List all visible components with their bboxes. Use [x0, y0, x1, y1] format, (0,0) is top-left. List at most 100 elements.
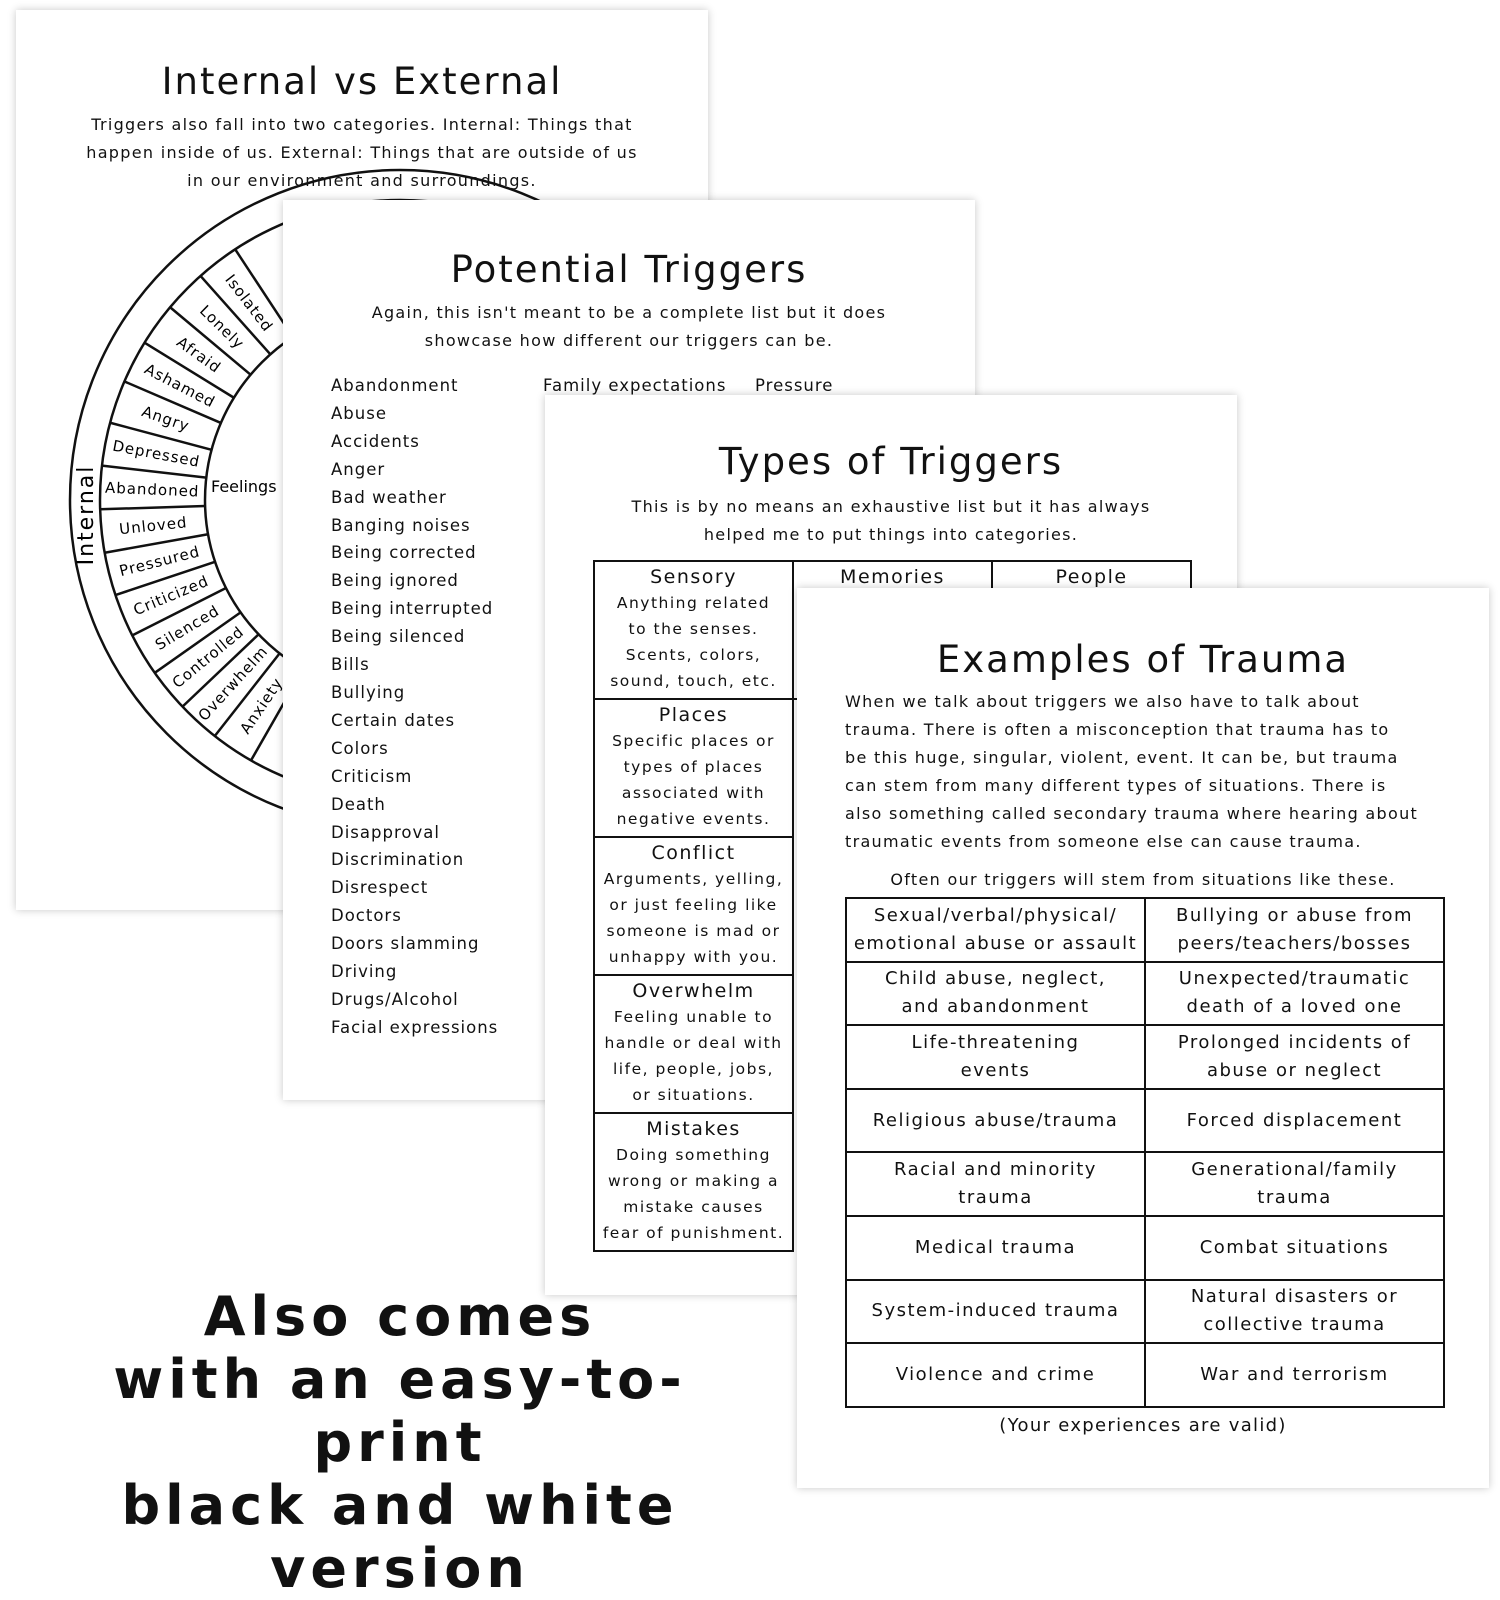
- trigger-item: Doors slamming: [331, 934, 480, 954]
- trigger-item: Abandonment: [331, 376, 459, 395]
- category-description: Anything related to the senses. Scents, …: [610, 594, 777, 690]
- wheel-divider: [169, 306, 252, 376]
- trauma-example-cell: Combat situations: [1144, 1214, 1445, 1281]
- trigger-item: Disrespect: [331, 878, 429, 898]
- wheel-divider: [109, 421, 212, 451]
- promo-text: Also comes with an easy-to-print black a…: [113, 1285, 687, 1600]
- trauma-example-cell: Sexual/verbal/physical/ emotional abuse …: [845, 897, 1146, 963]
- trauma-example-cell: System-induced trauma: [845, 1278, 1146, 1345]
- category-name: Conflict: [651, 842, 736, 864]
- trauma-example-cell: Life-threatening events: [845, 1024, 1146, 1090]
- wheel-divider: [101, 464, 207, 479]
- trauma-example-cell: Bullying or abuse from peers/teachers/bo…: [1144, 897, 1445, 963]
- trigger-item: Being ignored: [331, 571, 459, 591]
- page-description: This is by no means an exhaustive list b…: [631, 497, 1151, 544]
- wheel-divider: [115, 560, 216, 597]
- trigger-item: Death: [331, 794, 386, 814]
- trigger-item: Facial expressions: [331, 1017, 499, 1037]
- trigger-item: Being silenced: [331, 627, 466, 647]
- page-description: Again, this isn't meant to be a complete…: [371, 303, 887, 350]
- table-intro: Often our triggers will stem from situat…: [890, 870, 1396, 889]
- trauma-example-cell: Racial and minority trauma: [845, 1151, 1146, 1217]
- category-name: Places: [658, 704, 729, 726]
- trigger-item: Bullying: [331, 682, 406, 702]
- wheel-divider: [143, 341, 235, 399]
- trigger-item: Pressure: [755, 376, 834, 395]
- feeling-label: Abandoned: [105, 479, 200, 501]
- trigger-item: Drugs/Alcohol: [331, 989, 459, 1009]
- trauma-example-cell: Violence and crime: [845, 1342, 1146, 1408]
- feeling-label: Unloved: [118, 513, 188, 538]
- internal-ring-label: Internal: [74, 465, 99, 566]
- table-row: Sexual/verbal/physical/ emotional abuse …: [845, 897, 1445, 963]
- trauma-example-cell: Prolonged incidents of abuse or neglect: [1144, 1024, 1445, 1090]
- trigger-item: Driving: [331, 962, 398, 982]
- trigger-item: Accidents: [331, 431, 420, 451]
- category-name: Mistakes: [646, 1118, 741, 1140]
- trigger-item: Banging noises: [331, 515, 471, 535]
- trauma-example-cell: Generational/family trauma: [1144, 1151, 1445, 1217]
- trauma-example-cell: Unexpected/traumatic death of a loved on…: [1144, 960, 1445, 1027]
- feeling-label: Afraid: [173, 333, 224, 377]
- wheel-divider: [213, 652, 281, 737]
- feelings-center-label: Feelings: [211, 477, 277, 496]
- category-description: Arguments, yelling, or just feeling like…: [603, 870, 784, 966]
- wheel-divider: [154, 611, 242, 674]
- page-description: When we talk about triggers we also have…: [845, 692, 1419, 851]
- trauma-example-cell: War and terrorism: [1144, 1342, 1445, 1408]
- wheel-divider: [100, 504, 206, 511]
- wheel-divider: [199, 275, 272, 356]
- trigger-item: Disapproval: [331, 822, 440, 842]
- trigger-item: Bad weather: [331, 487, 447, 507]
- trigger-item: Colors: [331, 738, 389, 758]
- trauma-example-cell: Forced displacement: [1144, 1087, 1445, 1154]
- table-caption: (Your experiences are valid): [999, 1415, 1287, 1436]
- category-description: Doing something wrong or making a mistak…: [602, 1146, 785, 1242]
- category-name: Overwhelm: [632, 980, 755, 1002]
- wheel-divider: [181, 633, 260, 708]
- wheel-divider: [123, 380, 222, 425]
- page-title: Potential Triggers: [450, 248, 808, 291]
- wheel-divider: [131, 586, 227, 637]
- trigger-item: Discrimination: [331, 850, 465, 870]
- wheel-divider: [104, 533, 209, 554]
- trauma-example-cell: Religious abuse/trauma: [845, 1087, 1146, 1154]
- feeling-label: Depressed: [111, 437, 202, 471]
- category-description: Feeling unable to handle or deal with li…: [604, 1008, 783, 1104]
- page-description: Triggers also fall into two categories. …: [86, 115, 638, 190]
- feeling-label: Lonely: [196, 302, 248, 353]
- trigger-item: Anger: [331, 459, 386, 479]
- trigger-item: Doctors: [331, 906, 402, 926]
- trauma-example-cell: Natural disasters or collective trauma: [1144, 1278, 1445, 1345]
- category-description: Specific places or types of places assoc…: [612, 732, 775, 828]
- trauma-example-cell: Medical trauma: [845, 1214, 1146, 1281]
- trauma-examples-table: Sexual/verbal/physical/ emotional abuse …: [845, 897, 1445, 1408]
- trigger-item: Bills: [331, 655, 370, 675]
- category-name: People: [1055, 566, 1128, 588]
- examples-of-trauma-page: Examples of Trauma When we talk about tr…: [797, 588, 1489, 1488]
- page-title: Examples of Trauma: [936, 638, 1350, 681]
- trauma-example-cell: Child abuse, neglect, and abandonment: [845, 960, 1146, 1027]
- trigger-list-column-3: Pressure: [755, 372, 833, 400]
- trigger-list-column-2: Family expectations: [543, 372, 726, 400]
- trigger-item: Being corrected: [331, 543, 477, 563]
- category-name: Sensory: [650, 566, 737, 588]
- category-name: Memories: [840, 566, 945, 588]
- trigger-item: Family expectations: [543, 376, 727, 395]
